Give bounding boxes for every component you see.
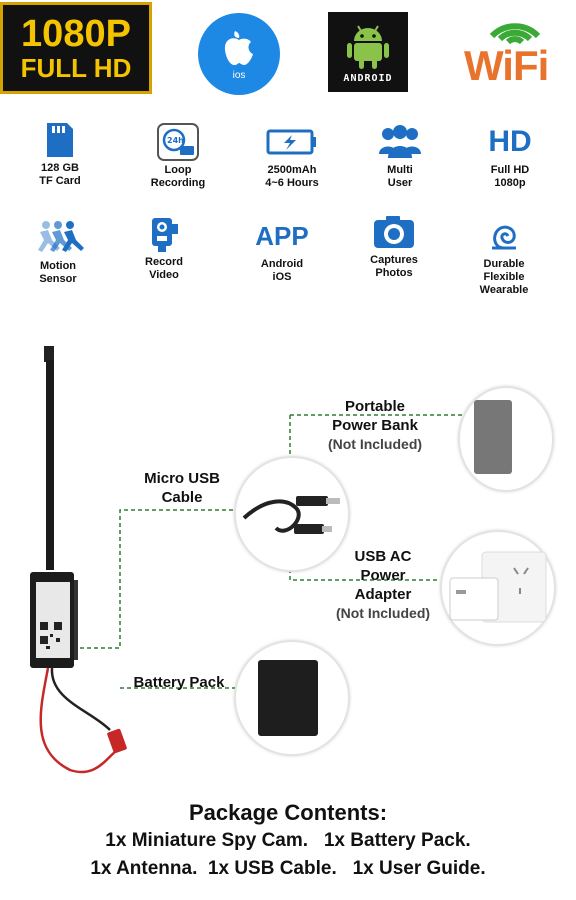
android-robot-icon bbox=[347, 24, 389, 69]
usb-cable-line2: Cable bbox=[161, 489, 203, 506]
battery-pack-image bbox=[258, 660, 318, 736]
feature-label-line1: Loop bbox=[164, 164, 192, 176]
usb-cable-circle bbox=[234, 456, 350, 572]
usb-cable-image bbox=[242, 496, 340, 534]
feature-label-line1: Full HD bbox=[490, 164, 530, 176]
power-bank-label: Portable Power Bank (Not Included) bbox=[300, 397, 450, 454]
red-wire bbox=[39, 667, 126, 774]
feature-label-line1: Captures bbox=[370, 254, 418, 266]
feature-label-line1: Multi bbox=[387, 164, 413, 176]
usb-cable-connector bbox=[80, 509, 236, 649]
qr-label bbox=[36, 582, 70, 658]
feature-label-line2: 4~6 Hours bbox=[265, 177, 319, 189]
feature-label-line2: Recording bbox=[150, 177, 206, 189]
sd-card-icon bbox=[47, 123, 73, 157]
connector-lines bbox=[80, 414, 462, 689]
feature-label-line2: User bbox=[387, 177, 413, 189]
feature-label-line1: Motion bbox=[39, 260, 77, 272]
loop-recording-icon: 24h bbox=[157, 123, 199, 161]
flex-cable bbox=[46, 360, 54, 570]
spy-camera-module bbox=[30, 346, 127, 774]
feature-label-line2: Flexible bbox=[483, 271, 525, 283]
app-icon: APP bbox=[255, 220, 309, 251]
feature-label-line1: 128 GB bbox=[41, 162, 79, 174]
package-contents-line1: 1x Miniature Spy Cam. 1x Battery Pack. bbox=[105, 830, 471, 851]
feature-label-line2: Photos bbox=[375, 267, 413, 279]
adapter-circle bbox=[440, 530, 556, 646]
motion-sensor-icon bbox=[38, 221, 84, 252]
feature-label-line2: Sensor bbox=[39, 273, 77, 285]
feature-label-line1: 2500mAh bbox=[267, 164, 317, 176]
hd-icon: HD bbox=[488, 125, 532, 158]
package-contents-line2: 1x Antenna. 1x USB Cable. 1x User Guide. bbox=[90, 858, 486, 879]
power-bank-line2: Power Bank bbox=[332, 417, 418, 434]
feature-label-line2: iOS bbox=[272, 271, 292, 283]
adapter-line1: USB AC bbox=[354, 548, 412, 565]
antenna-wire bbox=[50, 667, 111, 731]
feature-label-line1: Durable bbox=[483, 258, 525, 270]
usb-cable-line1: Micro USB bbox=[144, 470, 220, 487]
feature-label-line1: Android bbox=[260, 258, 304, 270]
full-hd-text: FULL HD bbox=[20, 53, 132, 83]
usb-cable-label: Micro USB Cable bbox=[122, 469, 242, 507]
power-bank-image bbox=[474, 400, 512, 474]
full-hd-badge: 1080P FULL HD bbox=[0, 2, 152, 94]
battery-pack-label: Battery Pack bbox=[120, 673, 238, 692]
feature-label-line2: TF Card bbox=[39, 175, 81, 187]
video-camera-icon bbox=[152, 218, 178, 252]
battery-icon bbox=[266, 129, 316, 155]
ios-label: ios bbox=[232, 69, 246, 81]
apple-icon bbox=[224, 30, 253, 65]
loop-badge-text: 24h bbox=[167, 136, 184, 145]
adapter-label: USB AC Power Adapter (Not Included) bbox=[318, 547, 448, 623]
feature-label-line2: Video bbox=[149, 269, 179, 281]
package-contents-title: Package Contents: bbox=[188, 800, 388, 825]
flexible-icon bbox=[492, 225, 516, 250]
power-bank-line1: Portable bbox=[344, 398, 405, 415]
qr-code bbox=[40, 622, 62, 649]
adapter-line2: Power bbox=[360, 567, 406, 584]
feature-label-line3: Wearable bbox=[479, 284, 529, 296]
adapter-line3: Adapter bbox=[354, 586, 412, 603]
battery-connector-plug bbox=[107, 728, 127, 754]
feature-label-line1: Record bbox=[145, 256, 183, 268]
resolution-text: 1080P bbox=[21, 13, 131, 55]
wifi-signal-icon bbox=[489, 23, 541, 45]
wifi-badge: WiFi bbox=[462, 6, 566, 92]
multi-user-icon bbox=[379, 125, 421, 158]
ios-badge: ios bbox=[198, 13, 280, 95]
power-bank-circle bbox=[458, 386, 554, 492]
camera-lens bbox=[44, 346, 54, 362]
adapter-connector bbox=[289, 415, 440, 581]
camera-icon bbox=[374, 216, 414, 248]
adapter-note: (Not Included) bbox=[335, 605, 431, 621]
connection-diagram bbox=[30, 346, 462, 774]
wifi-text: WiFi bbox=[464, 42, 549, 89]
android-badge: ANDROID bbox=[328, 12, 408, 92]
android-label: ANDROID bbox=[343, 72, 393, 84]
battery-pack-line1: Battery Pack bbox=[133, 674, 225, 691]
feature-label-line2: 1080p bbox=[494, 177, 526, 189]
power-bank-note: (Not Included) bbox=[327, 436, 423, 452]
usb-adapter-image bbox=[449, 551, 547, 623]
battery-pack-circle bbox=[234, 640, 350, 756]
